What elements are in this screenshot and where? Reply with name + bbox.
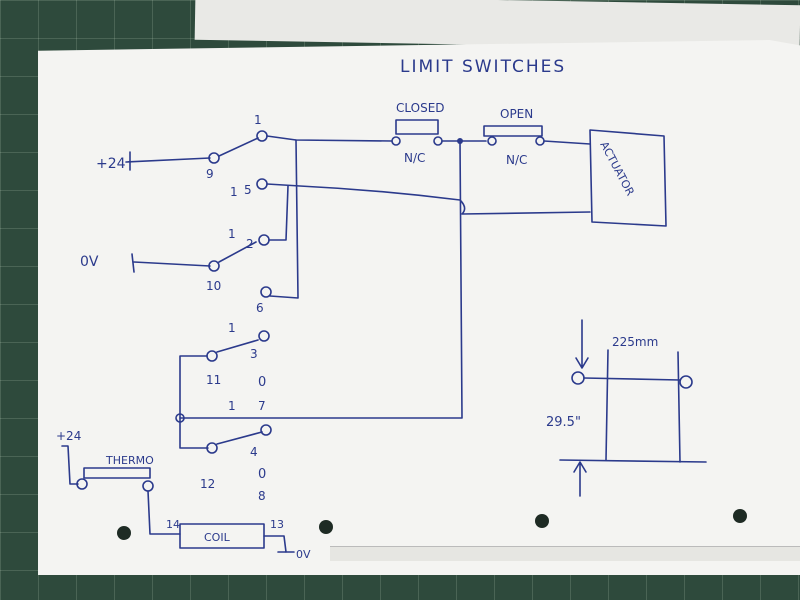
closed-nc: N/C <box>404 151 425 165</box>
wire-2-to-5 <box>268 185 289 241</box>
terminal-9 <box>208 152 220 164</box>
open-switch-actuator <box>483 125 543 137</box>
terminal-5 <box>256 178 268 190</box>
dim-arrow-top <box>575 319 589 369</box>
zero-v-wire <box>133 261 211 267</box>
label-11: 11 <box>206 373 221 387</box>
zero-v-label: 0V <box>80 254 99 270</box>
closed-switch-actuator <box>395 119 439 135</box>
punch-hole <box>535 514 549 528</box>
label-10: 10 <box>206 279 221 293</box>
wire-open-to-actuator <box>543 140 591 145</box>
terminal-4-top <box>260 424 272 436</box>
label-9: 9 <box>206 167 214 181</box>
dim-height-label: 29.5" <box>546 415 581 430</box>
terminal-2 <box>258 234 270 246</box>
label-5: 5 <box>244 183 252 197</box>
dim-width-line <box>583 377 681 381</box>
dim-arrow-bottom <box>573 461 587 497</box>
label-13: 13 <box>270 518 284 531</box>
terminal-6 <box>260 286 272 298</box>
closed-terminal-b <box>433 136 443 146</box>
switch-arm-4 <box>216 431 263 445</box>
ruler <box>330 546 800 561</box>
dim-baseline <box>559 459 707 463</box>
terminal-11 <box>206 350 218 362</box>
label-1e: 1 <box>228 399 236 413</box>
coil-to-0v-wire <box>263 535 287 553</box>
wire-to-closed <box>266 135 393 142</box>
terminal-3 <box>258 330 270 342</box>
open-terminal-b <box>535 136 545 146</box>
label-8: 8 <box>258 489 266 503</box>
junction-circle <box>175 413 185 423</box>
label-14: 14 <box>166 518 180 531</box>
wire-5-to-actuator <box>266 183 591 215</box>
thermo-terminal-b <box>142 480 154 492</box>
thermo-to-coil-wire <box>147 490 181 535</box>
label-3: 3 <box>250 347 258 361</box>
actuator-box <box>589 129 667 227</box>
open-label: OPEN <box>500 107 533 121</box>
terminal-10 <box>208 260 220 272</box>
label-0b: 0 <box>258 467 266 482</box>
plus24-bottom-wire <box>61 445 79 485</box>
diagram-title: LIMIT SWITCHES <box>400 57 566 77</box>
terminal-1-top <box>256 130 268 142</box>
punch-hole <box>117 526 131 540</box>
zero-v-tick <box>131 253 135 273</box>
label-1a: 1 <box>254 113 262 127</box>
open-nc: N/C <box>506 153 527 167</box>
dim-rectangle-sides <box>605 349 681 463</box>
label-7: 7 <box>258 399 266 413</box>
thermo-switch <box>83 467 151 479</box>
label-4: 4 <box>250 445 258 459</box>
dim-width-label: 225mm <box>612 335 658 349</box>
switch-arm-3 <box>216 339 259 353</box>
wire-11-to-12 <box>179 355 209 449</box>
thermo-label: THERMO <box>105 454 154 467</box>
punch-hole <box>733 509 747 523</box>
coil-label: COIL <box>204 531 231 544</box>
closed-label: CLOSED <box>396 101 445 115</box>
label-6: 6 <box>256 301 264 315</box>
label-1c: 1 <box>228 227 236 241</box>
label-1d: 1 <box>228 321 236 335</box>
label-0a: 0 <box>258 375 266 390</box>
thermo-terminal-a <box>76 478 88 490</box>
plus24-bottom-label: +24 <box>56 429 81 443</box>
plus24-wire <box>125 157 211 163</box>
open-terminal-a <box>487 136 497 146</box>
label-12: 12 <box>200 477 215 491</box>
switch-arm-1 <box>218 137 259 157</box>
actuator-label: ACTUATOR <box>597 139 637 198</box>
closed-terminal-a <box>391 136 401 146</box>
zero-v-bottom-label: 0V <box>296 548 311 561</box>
dim-hole-left <box>571 371 585 385</box>
label-2: 2 <box>246 237 254 251</box>
punch-hole <box>319 520 333 534</box>
plus24-label: +24 <box>96 156 126 172</box>
wire-1-to-6 <box>269 139 299 299</box>
terminal-12 <box>206 442 218 454</box>
switch-arm-2 <box>218 241 257 263</box>
dim-hole-right <box>679 375 693 389</box>
wire-junction-down <box>179 140 463 419</box>
paper-sheet <box>38 40 800 575</box>
label-1b: 1 <box>230 185 238 199</box>
